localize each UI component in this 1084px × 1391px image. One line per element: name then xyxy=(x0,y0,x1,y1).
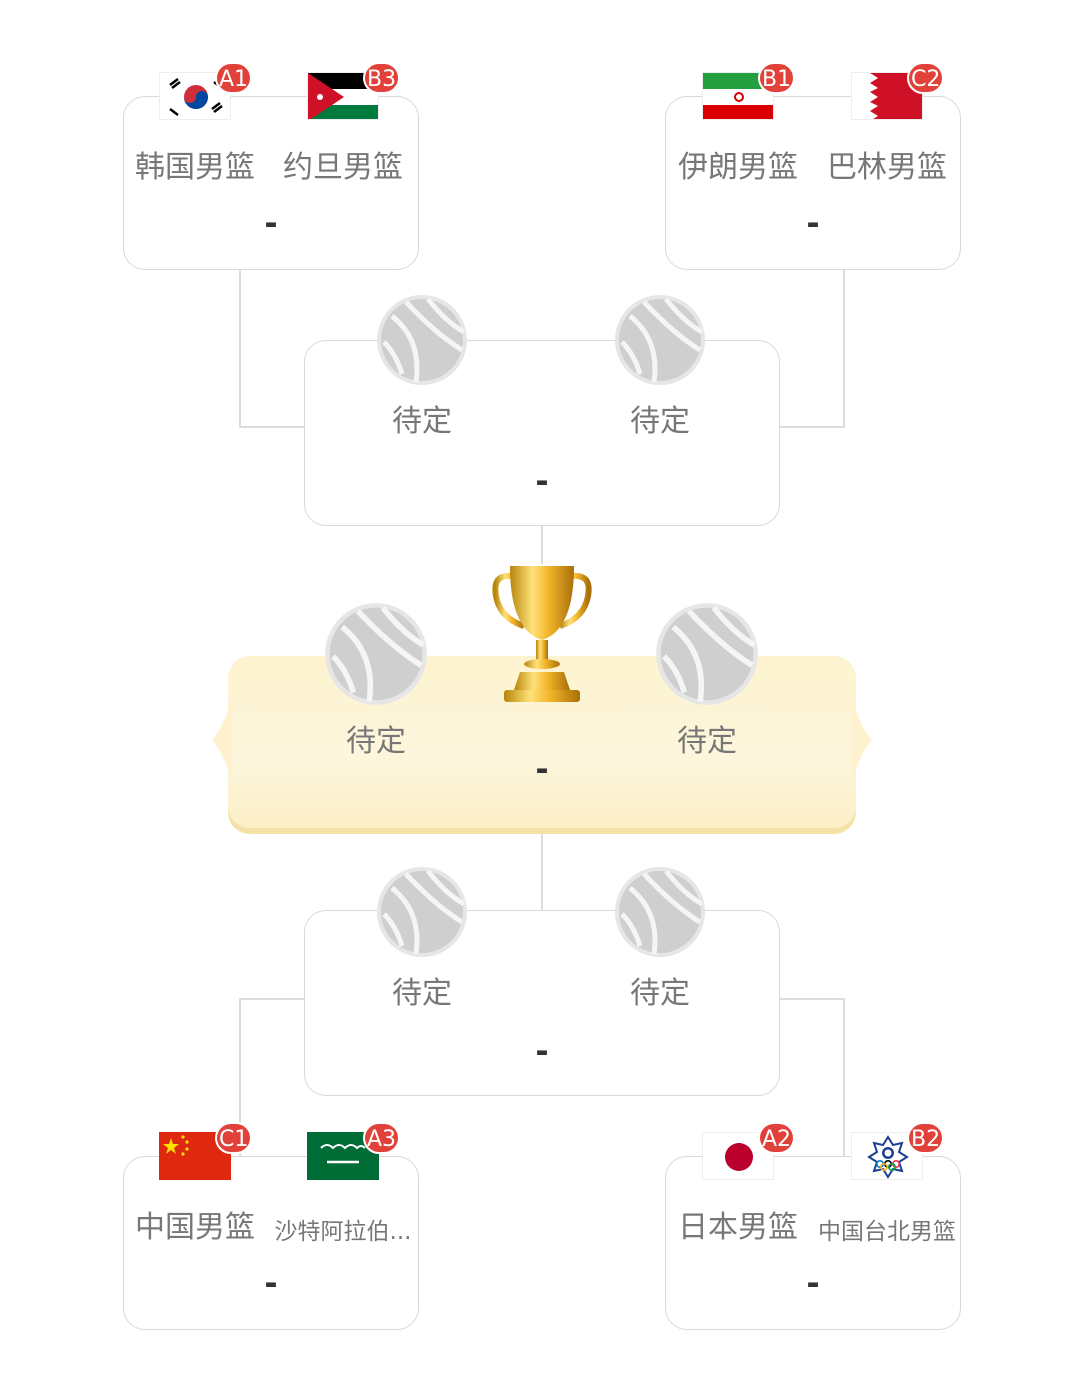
connector-line xyxy=(779,998,845,1000)
team-tbd: 待定 xyxy=(630,404,690,439)
seed-badge: B2 xyxy=(907,1122,945,1154)
connector-line xyxy=(239,998,241,1158)
connector-line xyxy=(779,426,845,428)
match-score: - xyxy=(535,750,549,788)
basketball-placeholder-icon xyxy=(615,295,705,385)
match-score: - xyxy=(806,1264,820,1302)
match-card-china-saudi[interactable] xyxy=(123,1156,419,1330)
seed-badge: C2 xyxy=(907,62,945,94)
match-card-japan-taipei[interactable] xyxy=(665,1156,961,1330)
team-name: 约旦男篮 xyxy=(283,150,403,185)
seed-badge: A2 xyxy=(758,1122,796,1154)
seed-badge: B1 xyxy=(758,62,796,94)
team-name: 韩国男篮 xyxy=(135,150,255,185)
connector-line xyxy=(239,998,305,1000)
team-name: 沙特阿拉伯... xyxy=(274,1219,412,1245)
seed-badge: B3 xyxy=(363,62,401,94)
semifinal-card-lower[interactable] xyxy=(304,910,780,1096)
match-score: - xyxy=(806,204,820,242)
team-name: 中国男篮 xyxy=(135,1210,255,1245)
team-tbd: 待定 xyxy=(392,404,452,439)
match-score: - xyxy=(535,462,549,500)
connector-line xyxy=(843,998,845,1158)
team-name: 日本男篮 xyxy=(678,1210,798,1245)
semifinal-card-upper[interactable] xyxy=(304,340,780,526)
match-card-korea-jordan[interactable] xyxy=(123,96,419,270)
final-panel-right-notch xyxy=(852,700,872,780)
final-panel-left-notch xyxy=(212,700,232,780)
match-score: - xyxy=(264,204,278,242)
connector-line xyxy=(541,524,543,564)
team-tbd: 待定 xyxy=(346,724,406,759)
connector-line xyxy=(843,268,845,428)
connector-line xyxy=(541,828,543,912)
match-card-iran-bahrain[interactable] xyxy=(665,96,961,270)
team-tbd: 待定 xyxy=(677,724,737,759)
basketball-placeholder-icon xyxy=(377,295,467,385)
basketball-placeholder-icon xyxy=(325,603,427,705)
match-score: - xyxy=(535,1032,549,1070)
japan-flag-icon xyxy=(702,1132,774,1180)
seed-badge: A3 xyxy=(363,1122,401,1154)
match-score: - xyxy=(264,1264,278,1302)
connector-line xyxy=(239,268,241,428)
seed-badge: A1 xyxy=(215,62,253,94)
team-name: 中国台北男篮 xyxy=(818,1219,956,1245)
basketball-placeholder-icon xyxy=(377,867,467,957)
basketball-placeholder-icon xyxy=(615,867,705,957)
seed-badge: C1 xyxy=(215,1122,253,1154)
team-name: 伊朗男篮 xyxy=(678,150,798,185)
saudi-flag-icon xyxy=(307,1132,379,1180)
team-name: 巴林男篮 xyxy=(827,150,947,185)
connector-line xyxy=(239,426,305,428)
team-tbd: 待定 xyxy=(630,976,690,1011)
trophy-icon xyxy=(492,566,592,702)
team-tbd: 待定 xyxy=(392,976,452,1011)
basketball-placeholder-icon xyxy=(656,603,758,705)
